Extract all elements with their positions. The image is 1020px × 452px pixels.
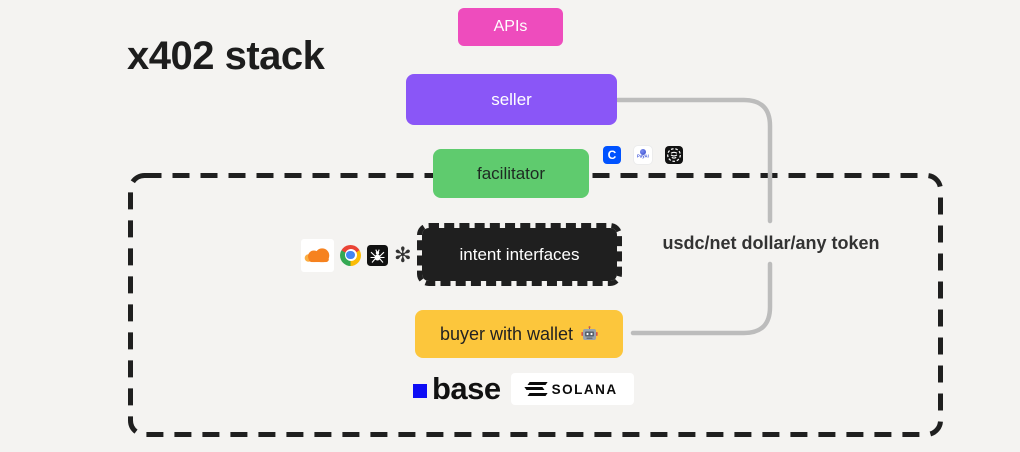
openai-icon: ✻ [394,243,412,267]
payai-label: PayAI [637,154,649,159]
intent-interface-icons: ✻ [301,238,412,272]
edge-label: usdc/net dollar/any token [662,233,880,253]
chain-logos: base SOLANA [413,371,634,407]
page-title: x402 stack [127,34,325,78]
robot-icon [581,326,598,340]
node-facilitator: facilitator [433,149,589,198]
chrome-icon [340,244,361,266]
node-buyer-with-wallet: buyer with wallet [415,310,623,358]
coinbase-icon: C [603,146,621,164]
payai-icon: PayAI [634,146,652,164]
dark-swirl-logo-icon [665,146,683,164]
payai-dot [640,149,646,155]
buyer-label: buyer with wallet [439,323,574,344]
solana-wordmark: SOLANA [551,381,618,397]
base-wordmark: base [432,371,501,406]
web-crawler-icon [367,244,388,266]
solana-logo: SOLANA [510,373,634,405]
cloudflare-icon [301,238,334,272]
node-apis: APIs [458,8,563,46]
node-seller: seller [406,74,617,125]
base-square-icon [413,383,427,398]
facilitator-provider-icons: C PayAI [603,146,683,164]
solana-bars-icon [524,382,548,396]
base-logo: base [413,371,501,407]
node-intent-interfaces: intent interfaces [417,223,622,286]
seller-buyer-connector [615,97,773,336]
